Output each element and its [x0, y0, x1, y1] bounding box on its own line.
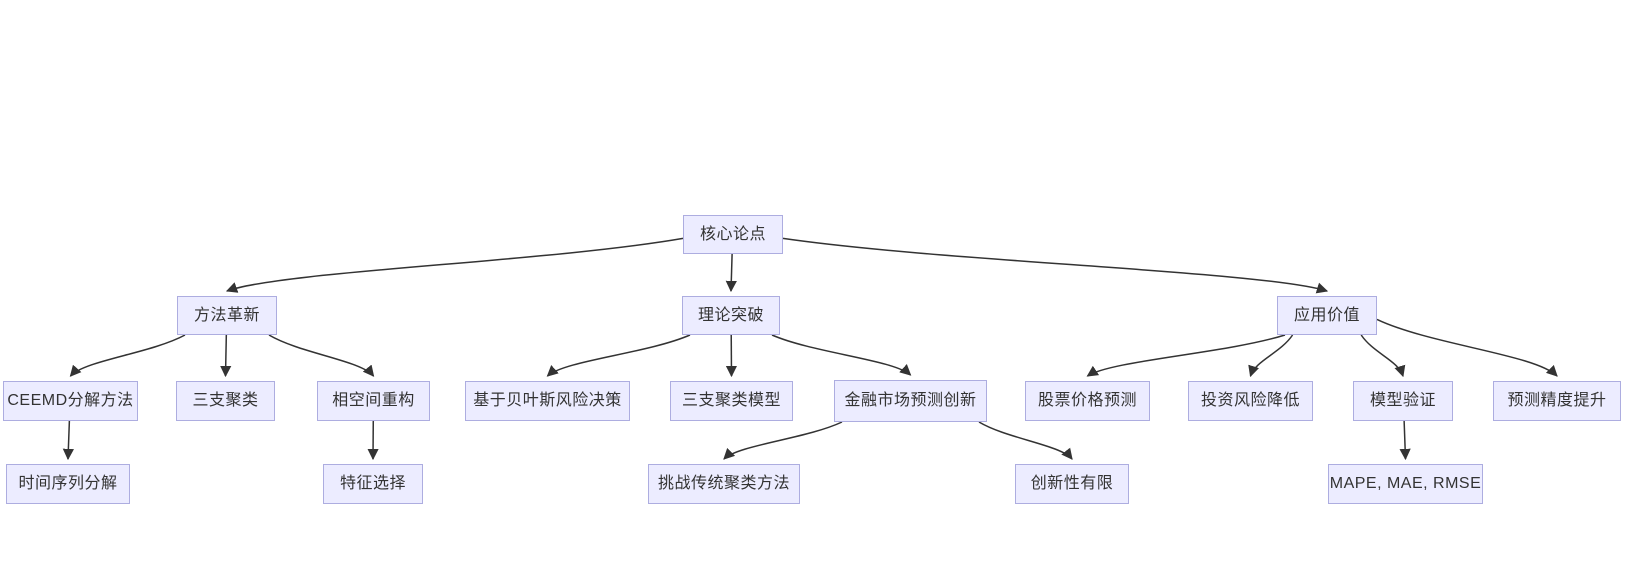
edge-theory-to-finance-innovation	[771, 334, 912, 376]
node-challenge-clustering: 挑战传统聚类方法	[648, 464, 800, 504]
node-label: CEEMD分解方法	[7, 392, 134, 409]
node-three-way: 三支聚类	[176, 381, 275, 421]
node-bayes: 基于贝叶斯风险决策	[465, 381, 630, 421]
node-metrics: MAPE, MAE, RMSE	[1328, 464, 1483, 504]
edge-ceemd-to-ts-decompose	[62, 420, 74, 461]
node-label: MAPE, MAE, RMSE	[1329, 475, 1482, 492]
node-label: 方法革新	[193, 306, 260, 324]
node-label: 特征选择	[339, 475, 406, 492]
edge-application-to-model-validation	[1360, 334, 1406, 378]
node-label: 三支聚类模型	[681, 392, 781, 409]
node-feature-selection: 特征选择	[323, 464, 423, 504]
edge-group	[62, 237, 1558, 461]
node-limited-novelty: 创新性有限	[1015, 464, 1129, 504]
node-method: 方法革新	[177, 296, 277, 335]
node-label: 时间序列分解	[18, 475, 118, 492]
node-label: 基于贝叶斯风险决策	[473, 392, 622, 409]
node-risk-reduction: 投资风险降低	[1188, 381, 1313, 421]
node-three-way-model: 三支聚类模型	[670, 381, 793, 421]
edge-theory-to-bayes	[546, 334, 691, 377]
node-label: 挑战传统聚类方法	[657, 475, 790, 492]
node-label: 核心论点	[699, 225, 766, 243]
node-phase-space: 相空间重构	[317, 381, 430, 421]
node-label: 金融市场预测创新	[844, 392, 977, 409]
edge-finance-innovation-to-limited-novelty	[978, 421, 1073, 460]
edge-core-to-application	[782, 237, 1329, 294]
node-label: 股票价格预测	[1037, 392, 1137, 409]
edge-application-to-stock-forecast	[1086, 334, 1286, 377]
edge-method-to-three-way	[220, 334, 232, 378]
edge-application-to-accuracy	[1376, 318, 1558, 377]
edge-method-to-ceemd	[69, 334, 186, 377]
node-label: 理论突破	[697, 306, 764, 324]
node-core: 核心论点	[683, 215, 783, 254]
node-accuracy: 预测精度提升	[1493, 381, 1621, 421]
node-label: 投资风险降低	[1200, 392, 1300, 409]
node-stock-forecast: 股票价格预测	[1025, 381, 1150, 421]
node-label: 应用价值	[1293, 306, 1360, 324]
edge-core-to-method	[225, 237, 684, 293]
node-model-validation: 模型验证	[1353, 381, 1453, 421]
edge-core-to-theory	[725, 253, 737, 293]
node-ts-decompose: 时间序列分解	[6, 464, 130, 504]
node-theory: 理论突破	[682, 296, 780, 335]
node-ceemd: CEEMD分解方法	[3, 381, 138, 421]
edge-finance-innovation-to-challenge-clustering	[723, 421, 843, 460]
edge-method-to-phase-space	[268, 334, 375, 377]
node-finance-innovation: 金融市场预测创新	[834, 380, 987, 422]
node-label: 相空间重构	[332, 392, 415, 409]
node-label: 预测精度提升	[1507, 392, 1607, 409]
node-label: 三支聚类	[192, 392, 259, 409]
node-label: 模型验证	[1369, 392, 1436, 409]
edge-model-validation-to-metrics	[1399, 420, 1411, 461]
node-label: 创新性有限	[1030, 475, 1114, 492]
node-application: 应用价值	[1277, 296, 1377, 335]
edge-application-to-risk-reduction	[1248, 334, 1294, 378]
